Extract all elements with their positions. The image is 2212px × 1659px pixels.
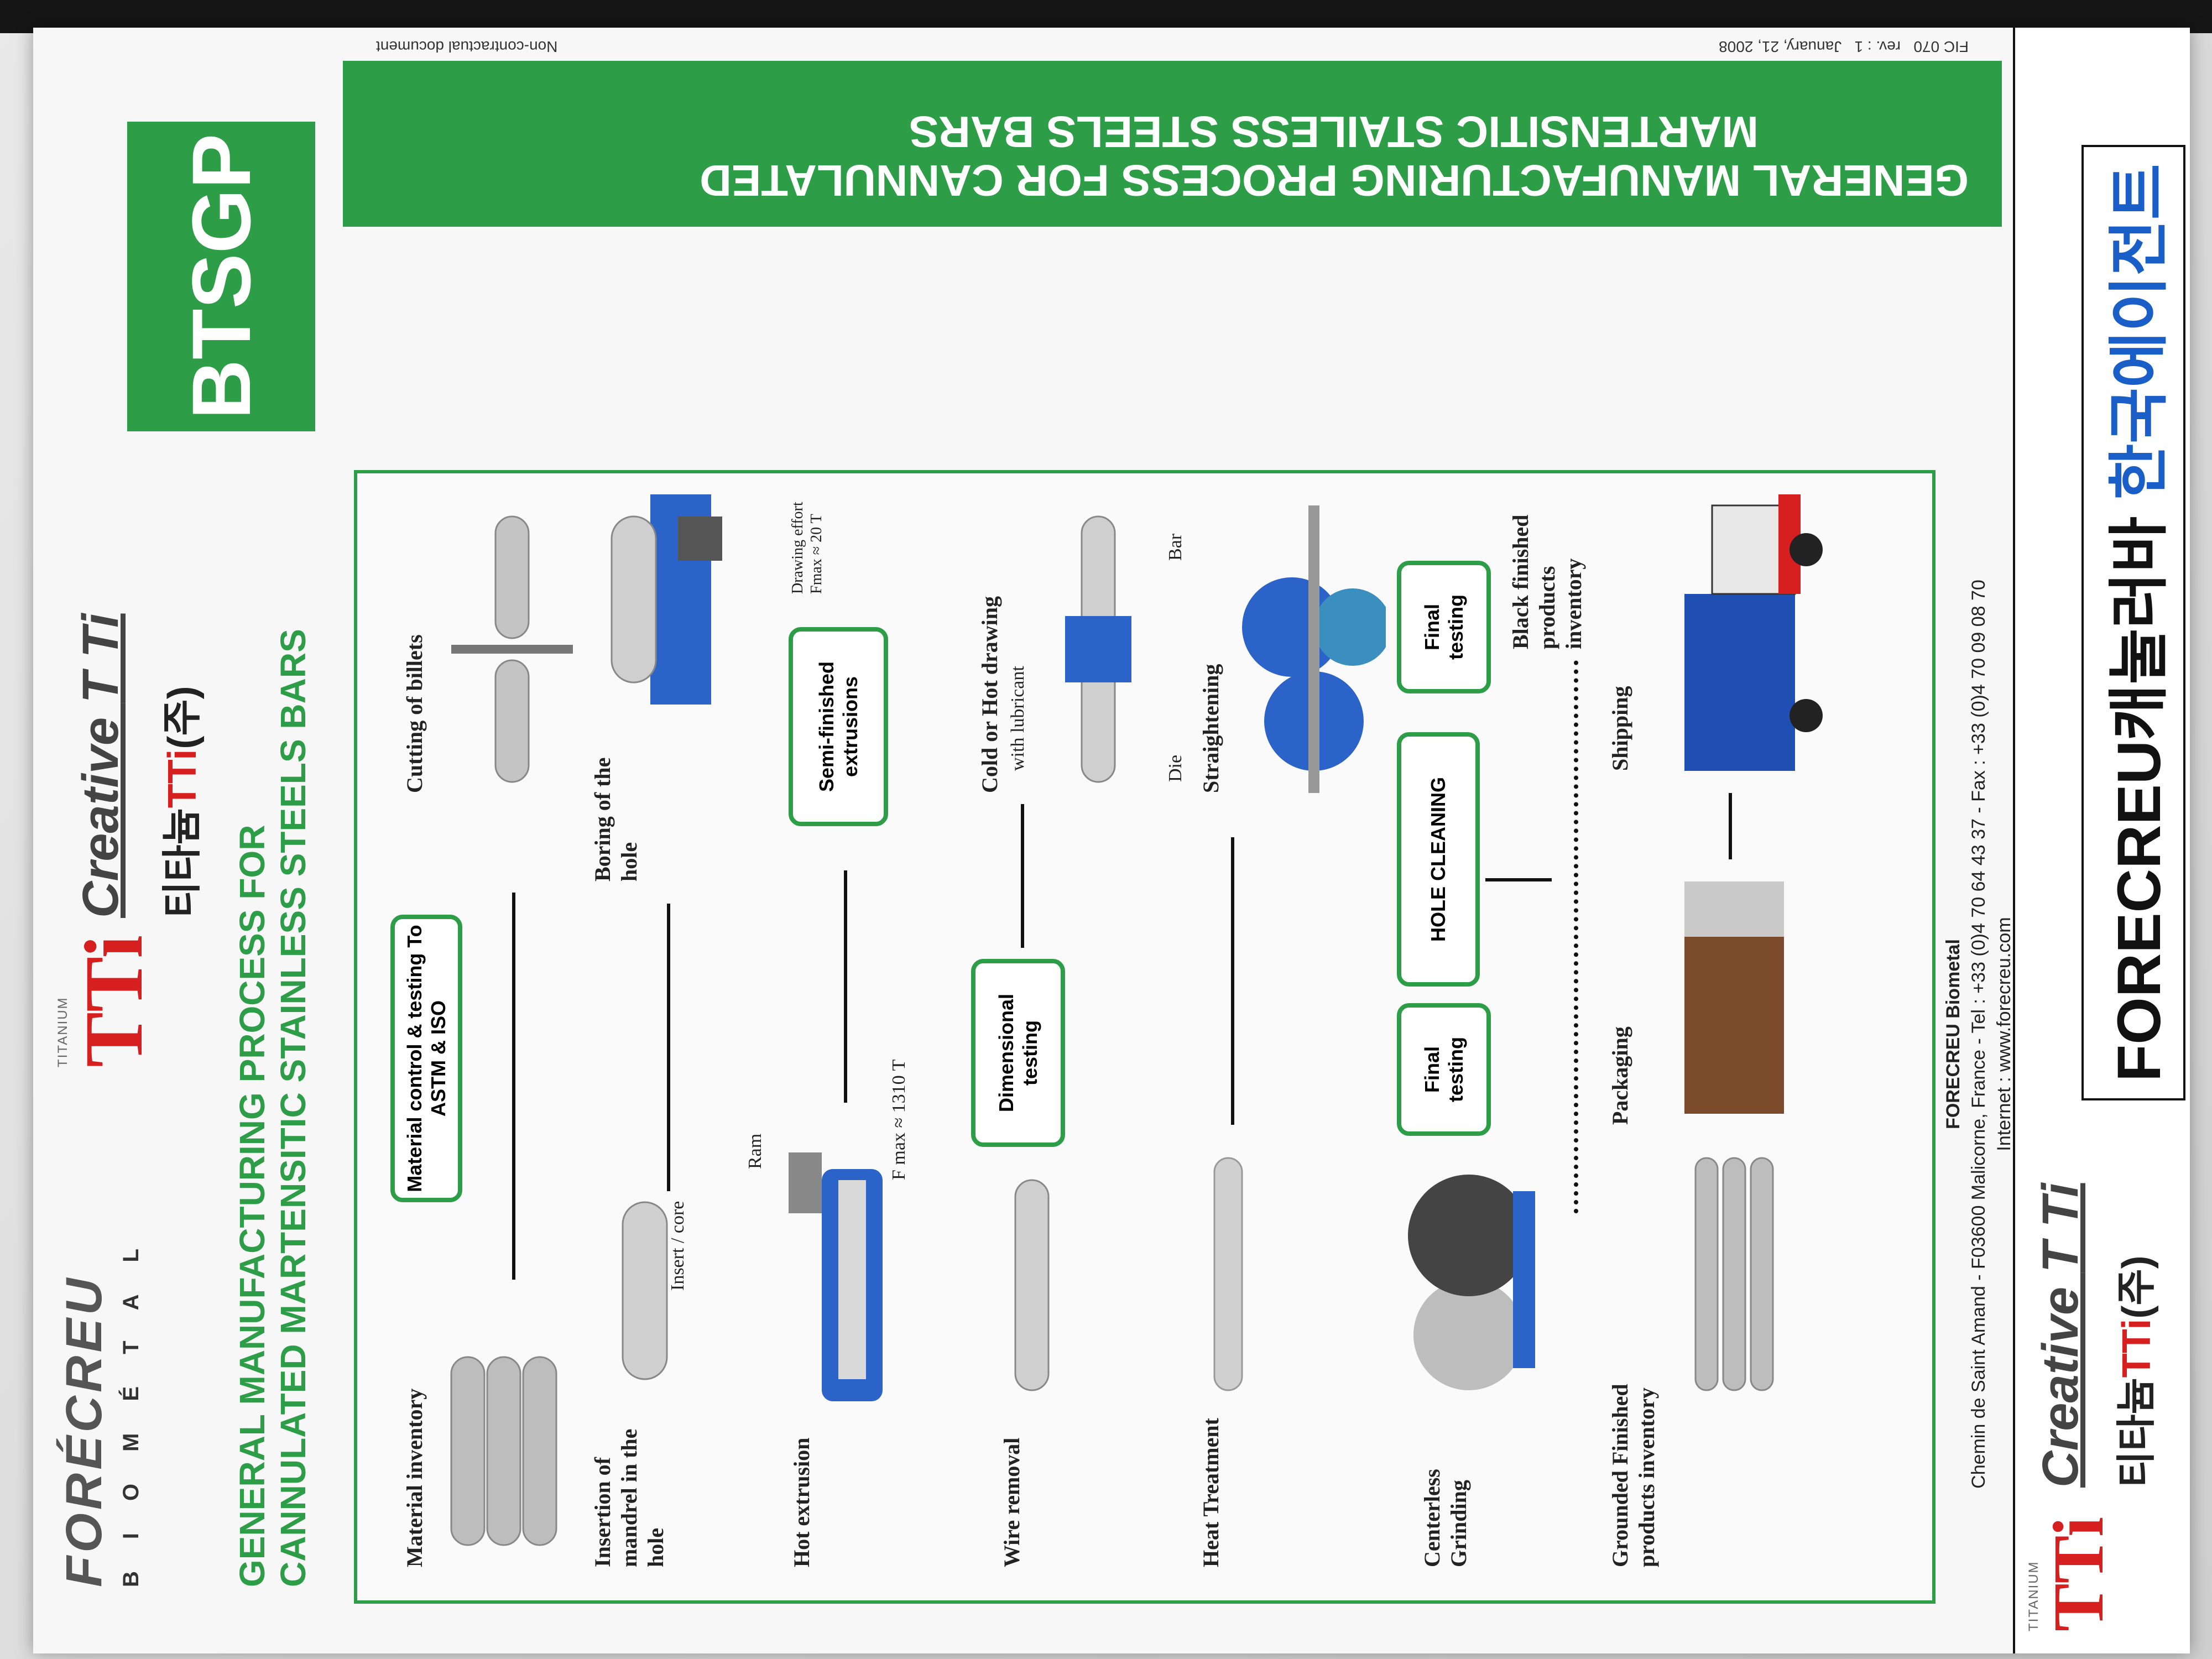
banner-meta: FIC 070 rev. : 1 January, 21, 2008 Non-c… — [343, 32, 2002, 61]
grounded-bars-illustration — [1694, 1157, 1774, 1391]
saw-cutting-illustration — [451, 515, 573, 783]
arrow-flow — [844, 870, 847, 1103]
die-label: Die — [1165, 754, 1186, 782]
forecreu-latin: FORECREU — [2105, 740, 2173, 1082]
step-centerless-grinding: Centerless Grinding — [1420, 1469, 1471, 1567]
forecreu-korea-agent: FORECREU캐눌러바 한국에이전트 — [2081, 145, 2185, 1100]
step-shipping: Shipping — [1608, 686, 1632, 771]
creative-word-bottom: Creative — [2032, 1272, 2089, 1488]
semi-finished-box: Semi-finished extrusions — [789, 627, 888, 826]
creative-tti-word-bottom: T Ti — [2032, 1183, 2089, 1273]
packaging-box-illustration — [1684, 881, 1784, 1114]
step-hot-extrusion: Hot extrusion — [789, 1437, 814, 1567]
korean-suffix: (주) — [160, 686, 205, 749]
biometal-wordmark: BIOMÉTAL — [119, 1217, 143, 1587]
korean-tti: TTi — [160, 749, 205, 808]
drawing-effort-label: Drawing effort Fmax ≈ 20 T — [789, 502, 825, 594]
forecreu-korean: 캐눌러바 — [2105, 499, 2173, 740]
side-banner: GENERAL MANUFACTURING PROCESS FOR CANNUL… — [343, 38, 2002, 227]
doc-code: FIC 070 — [1913, 38, 1969, 55]
korean-prefix: 티타늄 — [160, 808, 205, 918]
dotted-connector — [1574, 660, 1578, 1213]
arrow-flow — [1231, 837, 1234, 1125]
footer-company: FORECREU Biometal — [1943, 939, 1964, 1129]
creative-tti-bottom: Creative T Ti — [2032, 1183, 2090, 1488]
step-cold-hot-drawing: Cold or Hot drawing — [977, 596, 1002, 793]
final-testing-box-2: Final testing — [1397, 561, 1491, 693]
f-max-label: F max ≈ 1310 T — [889, 1059, 909, 1180]
korean-suffix-bottom: (주) — [2115, 1255, 2159, 1319]
tti-mark-bottom: TTi — [2039, 1516, 2119, 1631]
creative-tti-word: T Ti — [72, 613, 129, 703]
title-line-2: CANNULATED MARTENSITIC STAINLESS STEELS … — [273, 629, 313, 1587]
truck-icon — [1684, 494, 1823, 771]
material-bars-illustration — [450, 1356, 557, 1546]
step-grounded-finished: Grounded Finished products inventory — [1608, 1384, 1659, 1567]
arrow-flow — [512, 893, 515, 1280]
step-material-inventory: Material inventory — [402, 1388, 427, 1567]
hole-cleaning-box: HOLE CLEANING — [1397, 732, 1480, 987]
final-testing-box-1: Final testing — [1397, 1003, 1491, 1136]
footer-address: Chemin de Saint Amand - F03600 Malicorne… — [1968, 580, 1989, 1489]
boring-machine-illustration — [611, 494, 722, 705]
creative-word: Creative — [72, 703, 129, 918]
extrusion-press-illustration — [789, 1152, 883, 1401]
korean-brand: 티타늄TTi(주) — [149, 686, 207, 918]
straightening-rollers-illustration — [1242, 505, 1386, 793]
doc-date: January, 21, 2008 — [1719, 38, 1842, 55]
banner-line-2: MARTENSITIC STAILESS STEELS BARS — [909, 107, 1759, 156]
korean-prefix-bottom: 티타늄 — [2115, 1378, 2159, 1488]
step-heat-treatment: Heat Treatment — [1198, 1418, 1223, 1567]
poster-document: FORÉCREU BIOMÉTAL TITANIUM TTi Creative … — [33, 28, 2190, 1653]
forecreu-wordmark: FORÉCREU — [56, 1275, 112, 1587]
page-title: GENERAL MANUFACTURING PROCESS FOR CANNUL… — [232, 426, 314, 1587]
step-packaging: Packaging — [1608, 1026, 1632, 1125]
material-control-box: Material control & testing To ASTM & ISO — [390, 915, 462, 1202]
bottom-brand-strip: TITANIUM TTi Creative T Ti 티타늄TTi(주) FOR… — [2013, 28, 2190, 1653]
code-badge: BTSGP — [127, 122, 315, 431]
bar-label: Bar — [1165, 533, 1186, 561]
tti-logo: TITANIUM TTi Creative T Ti 티타늄TTi(주) — [55, 431, 232, 1067]
step-straightening: Straightening — [1198, 664, 1223, 793]
step-boring: Boring of the hole — [590, 757, 641, 881]
ram-label: Ram — [745, 1133, 765, 1169]
banner-green: GENERAL MANUFACTURING PROCESS FOR CANNUL… — [343, 61, 2002, 227]
arrow-flow — [1729, 793, 1732, 859]
arrow-flow — [667, 904, 670, 1191]
banner-line-1: GENERAL MANUFACTURING PROCESS FOR CANNUL… — [700, 156, 1969, 205]
insert-core-label: Insert / core — [667, 1201, 688, 1291]
korean-tti-bottom: TTi — [2115, 1318, 2159, 1378]
drawing-die-illustration — [1065, 515, 1131, 783]
footer: FORECREU Biometal Chemin de Saint Amand … — [1941, 465, 2017, 1604]
step-wire-removal: Wire removal — [999, 1437, 1024, 1567]
korea-agent-text: 한국에이전트 — [2105, 164, 2173, 500]
wire-removal-illustration — [1014, 1179, 1050, 1391]
process-diagram: Material inventory Material control & te… — [354, 470, 1936, 1604]
korean-brand-bottom: 티타늄TTi(주) — [2104, 1255, 2162, 1488]
heat-treatment-illustration — [1213, 1157, 1243, 1391]
mandrel-insert-illustration — [622, 1201, 668, 1380]
grinding-wheel-illustration — [1408, 1175, 1535, 1390]
non-contractual: Non-contractual document — [376, 38, 558, 55]
tti-mark: TTi — [68, 935, 160, 1067]
step-cutting: Cutting of billets — [402, 634, 427, 793]
dimensional-testing-box: Dimensional testing — [971, 959, 1065, 1147]
side-banner-area: GENERAL MANUFACTURING PROCESS FOR CANNUL… — [343, 28, 2002, 448]
arrow-flow — [1021, 804, 1024, 948]
step-insertion: Insertion of mandrel in the hole — [590, 1428, 668, 1567]
doc-rev: rev. : 1 — [1854, 38, 1901, 55]
lubricant-label: with lubricant — [1008, 666, 1028, 771]
creative-tti-line: Creative T Ti — [72, 613, 130, 918]
title-line-1: GENERAL MANUFACTURING PROCESS FOR — [232, 825, 272, 1587]
step-black-finished: Black finished products inventory — [1508, 514, 1586, 649]
forecreu-logo: FORÉCREU BIOMÉTAL — [55, 1217, 144, 1587]
arrow-flow — [1485, 878, 1552, 881]
